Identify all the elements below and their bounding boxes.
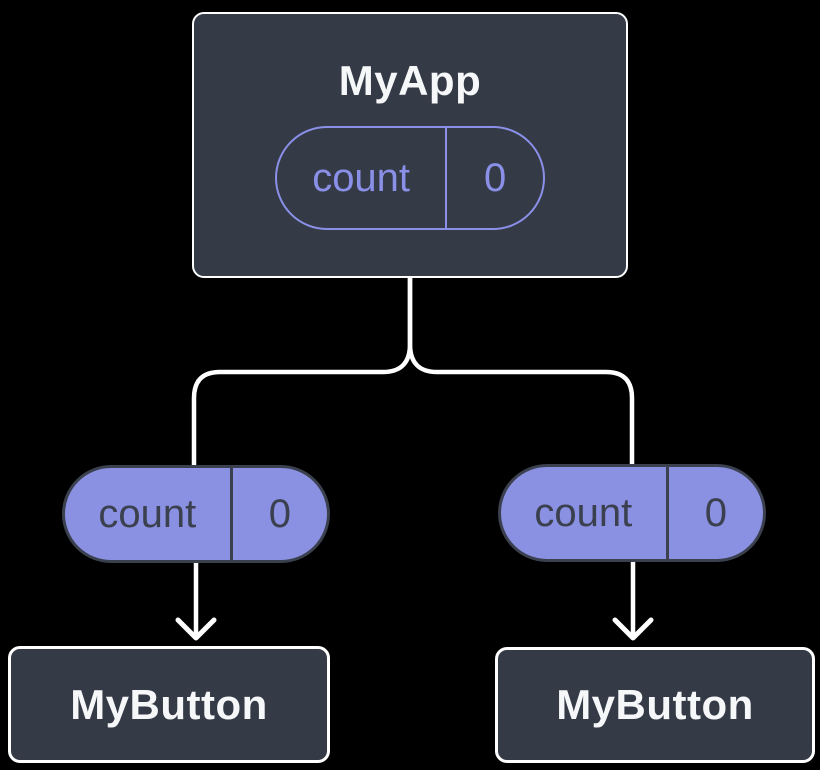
component-node-left-child: MyButton xyxy=(8,646,330,763)
state-value: 0 xyxy=(483,156,507,200)
tree-connector-left xyxy=(191,275,413,469)
component-node-right-child: MyButton xyxy=(495,647,815,763)
prop-arrow-left-icon xyxy=(175,559,217,641)
component-title: MyButton xyxy=(556,681,754,728)
component-node-root: MyApp count 0 xyxy=(192,12,628,278)
prop-name: count xyxy=(65,468,233,560)
component-title: MyApp xyxy=(338,57,482,104)
prop-pill-right: count 0 xyxy=(498,464,766,562)
state-pill: count 0 xyxy=(275,126,545,230)
tree-connector-right xyxy=(407,275,635,469)
prop-pill-left: count 0 xyxy=(62,465,330,563)
prop-arrow-right-icon xyxy=(612,558,654,641)
component-title: MyButton xyxy=(70,680,268,728)
prop-value: 0 xyxy=(704,491,727,535)
prop-name: count xyxy=(501,467,669,559)
state-name: count xyxy=(277,128,448,228)
prop-value: 0 xyxy=(268,492,291,536)
